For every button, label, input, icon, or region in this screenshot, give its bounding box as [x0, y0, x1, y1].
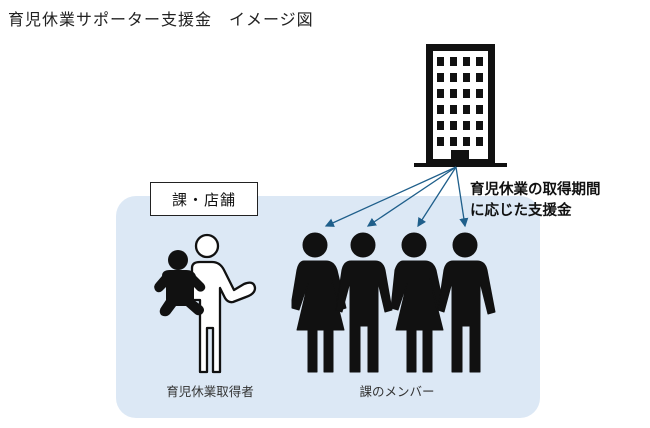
support-label-line-1: 育児休業の取得期間	[470, 182, 601, 198]
baby-icon	[154, 250, 206, 317]
parent-body	[190, 260, 257, 374]
member-1	[291, 232, 347, 373]
store-label: 課・店舗	[171, 190, 236, 209]
parent-head	[194, 233, 220, 259]
member-4	[437, 232, 496, 373]
building-icon	[414, 44, 507, 167]
member-3	[390, 232, 445, 373]
support-money-label: 育児休業の取得期間 に応じた支援金	[470, 180, 601, 222]
support-label-line-2: に応じた支援金	[470, 203, 572, 219]
page-title: 育児休業サポーター支援金 イメージ図	[8, 10, 314, 29]
team-members-icon	[291, 232, 496, 373]
arrow-to-member-3	[417, 166, 457, 228]
arrow-to-member-1	[324, 166, 457, 227]
support-arrows	[324, 166, 469, 228]
store-label-box: 課・店舗	[150, 182, 258, 216]
arrow-to-member-2	[366, 166, 457, 227]
arrow-to-member-4	[455, 166, 469, 228]
leave-taker-label: 育児休業取得者	[166, 384, 254, 399]
member-2	[335, 232, 393, 373]
parent-with-baby-icon	[154, 233, 257, 374]
team-members-label: 課のメンバー	[359, 384, 435, 399]
